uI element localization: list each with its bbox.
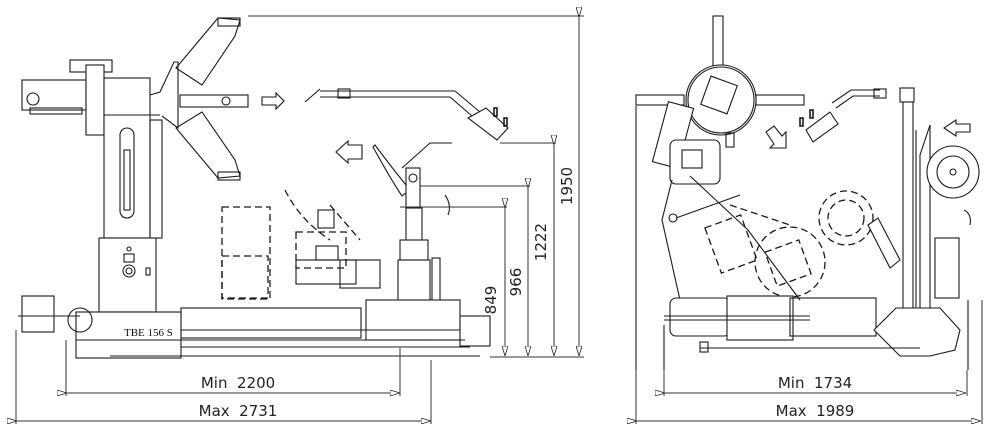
clamp-arms (175, 17, 249, 181)
front-column (902, 101, 980, 313)
front-base (663, 295, 969, 370)
alternate-positions-dashed (221, 189, 361, 300)
side-max-width-label: Max 2731 (199, 402, 278, 420)
bead-breaker-disc (372, 142, 452, 216)
front-alternate-positions-dashed (704, 190, 874, 298)
front-lower-tool (867, 217, 901, 269)
front-min-width-label: Min 1734 (778, 374, 852, 392)
motor-housing (651, 101, 735, 185)
center-clamp-assembly (295, 209, 381, 289)
side-min-width-label: Min 2200 (201, 374, 275, 392)
front-width-dimensions: Min 1734 Max 1989 (636, 300, 983, 424)
front-upper-tool-arm (799, 87, 915, 143)
machine-model-label: TBE 156 S (124, 327, 173, 339)
base-frame (18, 295, 480, 359)
height-dim-849: 849 (482, 286, 500, 315)
tool-post (365, 207, 491, 347)
front-view: Min 1734 Max 1989 (635, 15, 983, 424)
height-dimensions: 849 966 1222 1950 (248, 16, 584, 358)
height-dim-1222: 1222 (532, 223, 550, 261)
height-dim-966: 966 (507, 268, 525, 297)
rear-motor-housing (21, 59, 113, 136)
control-box (98, 237, 157, 313)
arrow-right-icon (261, 91, 285, 111)
arrow-left-icon (335, 139, 363, 165)
tilt-arm (661, 175, 801, 301)
arrow-left-icon (943, 118, 971, 138)
front-max-width-label: Max 1989 (776, 402, 855, 420)
height-dim-1950: 1950 (558, 167, 576, 205)
main-column (103, 61, 179, 239)
upper-tool-arm (304, 88, 509, 141)
side-view: TBE 156 S 849 966 1222 1950 Min 2200 (16, 16, 584, 424)
clamp-wheel (635, 15, 805, 136)
arrow-down-right-icon (765, 125, 787, 149)
side-width-dimensions: Min 2200 Max 2731 (16, 330, 432, 424)
